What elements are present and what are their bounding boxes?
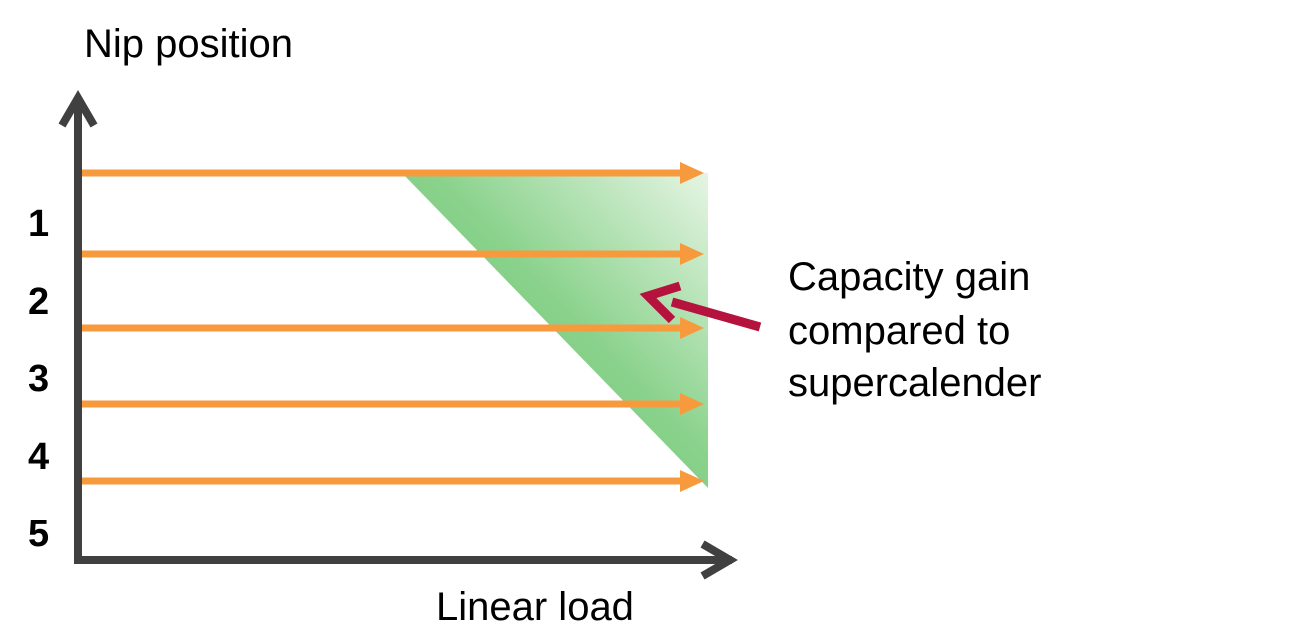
- nip-label-1: 1: [28, 203, 49, 245]
- x-axis-title: Linear load: [436, 585, 634, 629]
- annotation-arrow: [639, 281, 762, 332]
- load-arrow: [80, 243, 704, 265]
- annotation-line-3: supercalender: [788, 361, 1042, 405]
- annotation-line-2: compared to: [788, 309, 1010, 353]
- load-arrow: [80, 393, 704, 415]
- annotation-line-1: Capacity gain: [788, 255, 1030, 299]
- load-arrows: [80, 162, 704, 492]
- nip-label-4: 4: [28, 436, 49, 478]
- axes: [58, 90, 738, 580]
- nip-label-3: 3: [28, 358, 49, 400]
- load-arrow: [80, 162, 704, 184]
- nip-label-5: 5: [28, 513, 49, 555]
- load-arrow: [80, 317, 704, 339]
- x-axis-arrowhead: [700, 540, 738, 580]
- y-axis-arrowhead: [58, 90, 98, 128]
- y-axis-title: Nip position: [84, 22, 293, 66]
- nip-label-2: 2: [28, 281, 49, 323]
- load-arrow: [80, 470, 704, 492]
